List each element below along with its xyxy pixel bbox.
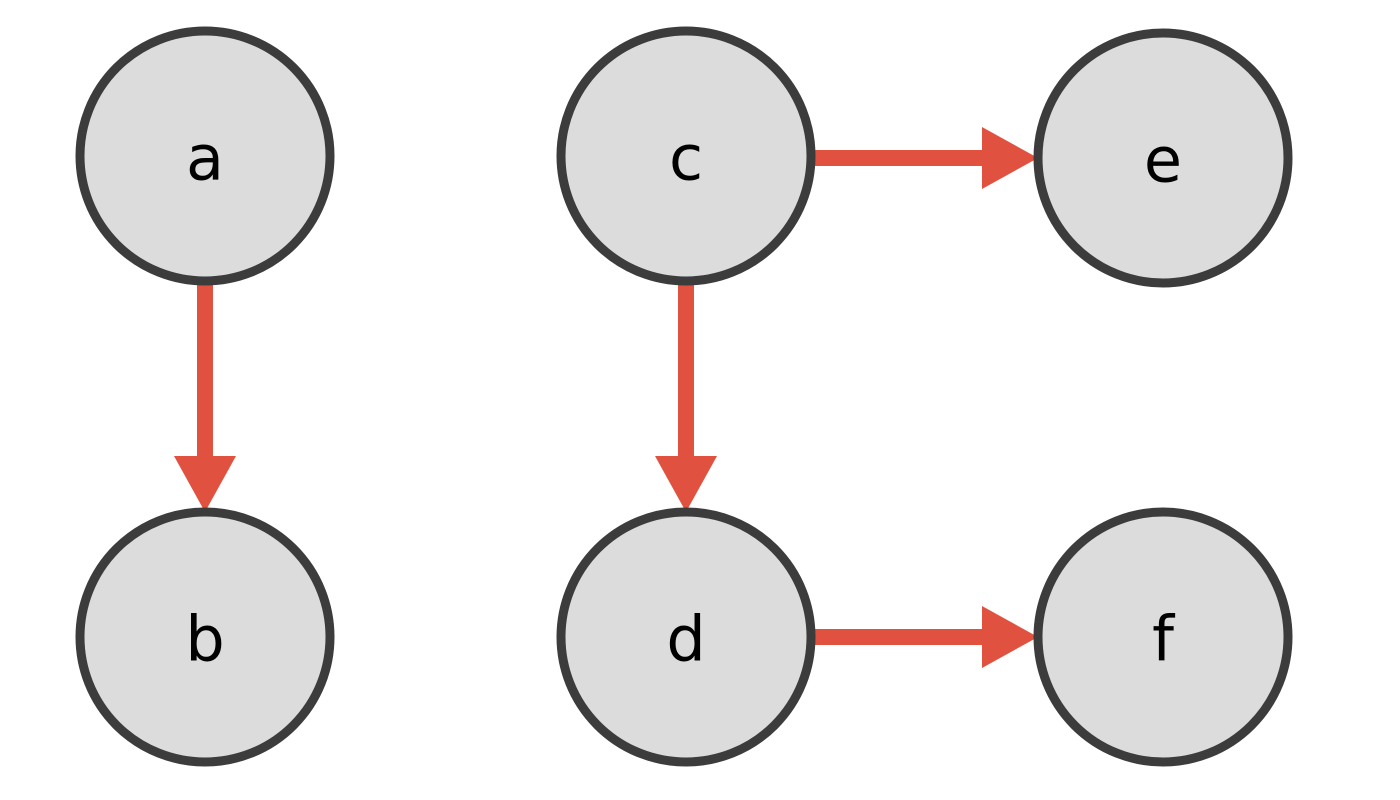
edge-c-to-e[interactable]	[811, 127, 1038, 189]
edge-stem	[811, 629, 984, 645]
arrowhead-icon	[655, 456, 717, 512]
node-a[interactable]: a	[75, 26, 335, 286]
edge-stem	[811, 150, 984, 166]
edge-layer	[174, 127, 1038, 668]
arrowhead-icon	[982, 127, 1038, 189]
node-label: a	[186, 122, 224, 195]
edge-stem	[197, 281, 213, 458]
arrowhead-icon	[982, 606, 1038, 668]
edge-c-to-d[interactable]	[655, 281, 717, 512]
node-b[interactable]: b	[75, 507, 335, 767]
node-circle	[1033, 507, 1293, 767]
node-label: f	[1152, 603, 1176, 676]
node-circle	[556, 507, 816, 767]
edge-d-to-f[interactable]	[811, 606, 1038, 668]
node-f[interactable]: f	[1033, 507, 1293, 767]
node-d[interactable]: d	[556, 507, 816, 767]
node-circle	[1033, 28, 1293, 288]
node-layer: a b c d e f	[75, 26, 1293, 767]
arrowhead-icon	[174, 456, 236, 512]
edge-stem	[678, 281, 694, 458]
node-e[interactable]: e	[1033, 28, 1293, 288]
node-circle	[556, 26, 816, 286]
node-label: e	[1144, 124, 1182, 197]
node-circle	[75, 507, 335, 767]
edge-a-to-b[interactable]	[174, 281, 236, 512]
node-label: c	[669, 122, 703, 195]
node-label: d	[666, 603, 705, 676]
node-c[interactable]: c	[556, 26, 816, 286]
node-label: b	[185, 603, 224, 676]
node-circle	[75, 26, 335, 286]
